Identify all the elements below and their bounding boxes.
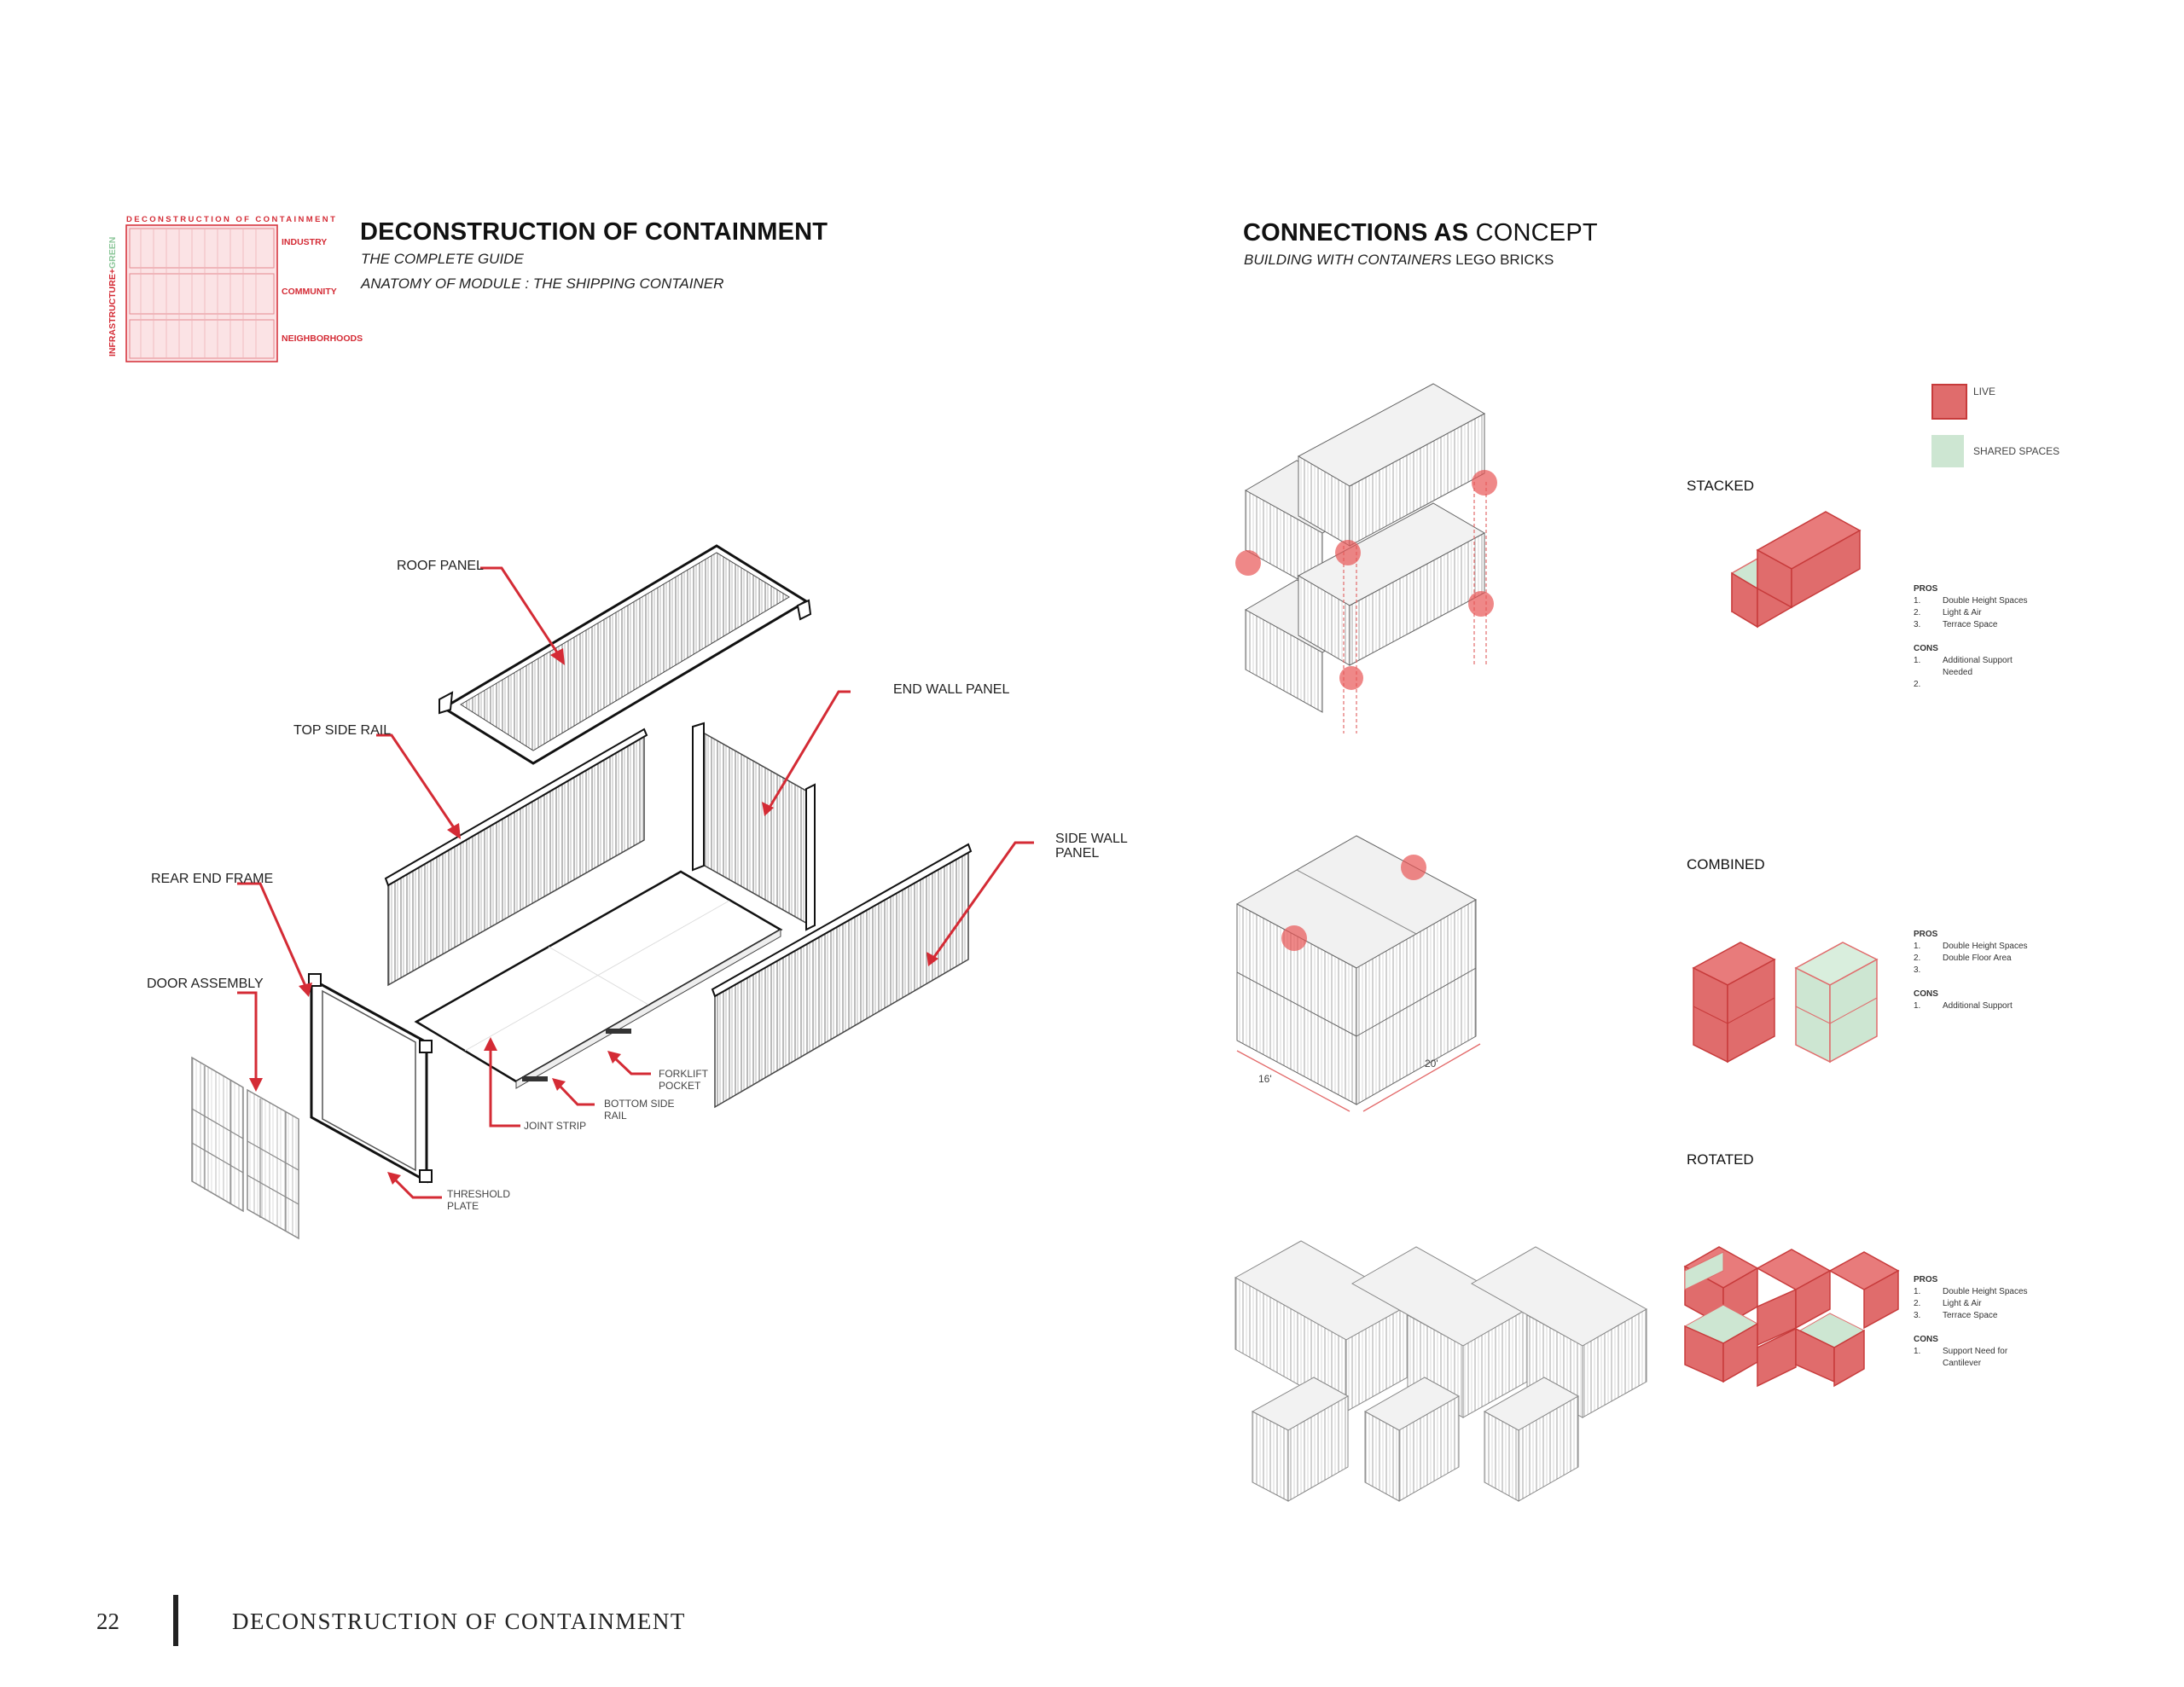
- list-item: 3.Terrace Space: [1914, 620, 1998, 629]
- list-item: Needed: [1943, 668, 1973, 677]
- page-number: 22: [96, 1609, 119, 1634]
- page-title-left: DECONSTRUCTION OF CONTAINMENT: [360, 218, 828, 246]
- footer-title: DECONSTRUCTION OF CONTAINMENT: [232, 1609, 686, 1634]
- label-end-wall-panel: END WALL PANEL: [893, 682, 1010, 697]
- dimension-label-short: 16': [1258, 1073, 1272, 1085]
- dimension-label-long: 20': [1425, 1058, 1438, 1070]
- list-item: 3.: [1914, 965, 1921, 975]
- rotated-pros-cons: PROS 1.Double Height Spaces 2.Light & Ai…: [1914, 1275, 2028, 1368]
- combined-massing-shared: [1794, 942, 1879, 1064]
- list-item: 2.Light & Air: [1914, 608, 1982, 617]
- subtitle-complete-guide: THE COMPLETE GUIDE: [361, 251, 524, 267]
- rotated-massing: [1683, 1246, 1900, 1388]
- subtitle-anatomy: ANATOMY OF MODULE : THE SHIPPING CONTAIN…: [361, 275, 724, 292]
- label-top-side-rail: TOP SIDE RAIL: [293, 723, 392, 738]
- thumbnail-row-neighborhoods: NEIGHBORHOODS: [282, 333, 363, 344]
- label-rear-end-frame: REAR END FRAME: [151, 872, 274, 886]
- leader-lines: [237, 566, 1034, 1199]
- combined-pros-cons: PROS 1.Double Height Spaces 2.Double Flo…: [1914, 930, 2028, 1011]
- front-side-wall: [711, 843, 973, 1109]
- combined-containers: [1235, 835, 1481, 1112]
- list-item: 2.Light & Air: [1914, 1299, 1982, 1308]
- label-roof-panel: ROOF PANEL: [397, 559, 484, 573]
- back-side-wall: [384, 728, 648, 987]
- label-door-assembly: DOOR ASSEMBLY: [147, 977, 264, 991]
- list-item: 2.: [1914, 680, 1921, 689]
- list-item: Cantilever: [1943, 1359, 1982, 1368]
- list-item: 2.Double Floor Area: [1914, 954, 2012, 963]
- combined-massing-live: [1692, 942, 1776, 1064]
- label-joint-strip: JOINT STRIP: [524, 1120, 587, 1132]
- section-label-combined: COMBINED: [1687, 856, 1765, 872]
- legend-shared-label: SHARED SPACES: [1973, 445, 2060, 457]
- list-item: 1.Additional Support: [1914, 1001, 2013, 1011]
- leader-arrowheads: [249, 648, 938, 1185]
- list-item: 1.Support Need for: [1914, 1347, 2008, 1356]
- section-label-rotated: ROTATED: [1687, 1151, 1754, 1168]
- list-item: 1.Double Height Spaces: [1914, 942, 2028, 951]
- floor-panel: [414, 870, 783, 1089]
- stacked-containers: [1235, 383, 1497, 733]
- list-item: 3.Terrace Space: [1914, 1311, 1998, 1320]
- rear-end-frame: [308, 973, 433, 1184]
- section-label-stacked: STACKED: [1687, 478, 1755, 494]
- roof-panel: [439, 544, 812, 765]
- stacked-massing: [1731, 511, 1862, 629]
- list-item: 1.Double Height Spaces: [1914, 596, 2028, 606]
- legend-live-swatch: [1931, 384, 1967, 420]
- legend-shared-swatch: [1931, 435, 1964, 467]
- stacked-pros-cons: PROS 1.Double Height Spaces 2.Light & Ai…: [1914, 584, 2028, 689]
- page-title-right: CONNECTIONS AS CONCEPT: [1243, 219, 1598, 246]
- thumbnail-row-community: COMMUNITY: [282, 287, 337, 297]
- thumbnail-title: DECONSTRUCTION OF CONTAINMENT: [126, 215, 338, 224]
- thumbnail-row-industry: INDUSTRY: [282, 237, 328, 247]
- end-wall-panel: [692, 722, 816, 931]
- list-item: 1.Double Height Spaces: [1914, 1287, 2028, 1296]
- legend-live-label: LIVE: [1973, 386, 1996, 397]
- subtitle-building-with-containers: BUILDING WITH CONTAINERS LEGO BRICKS: [1244, 252, 1554, 268]
- footer-divider: [173, 1595, 178, 1646]
- list-item: 1.Additional Support: [1914, 656, 2013, 665]
- rotated-containers: [1234, 1240, 1648, 1502]
- door-assembly: [191, 1056, 299, 1240]
